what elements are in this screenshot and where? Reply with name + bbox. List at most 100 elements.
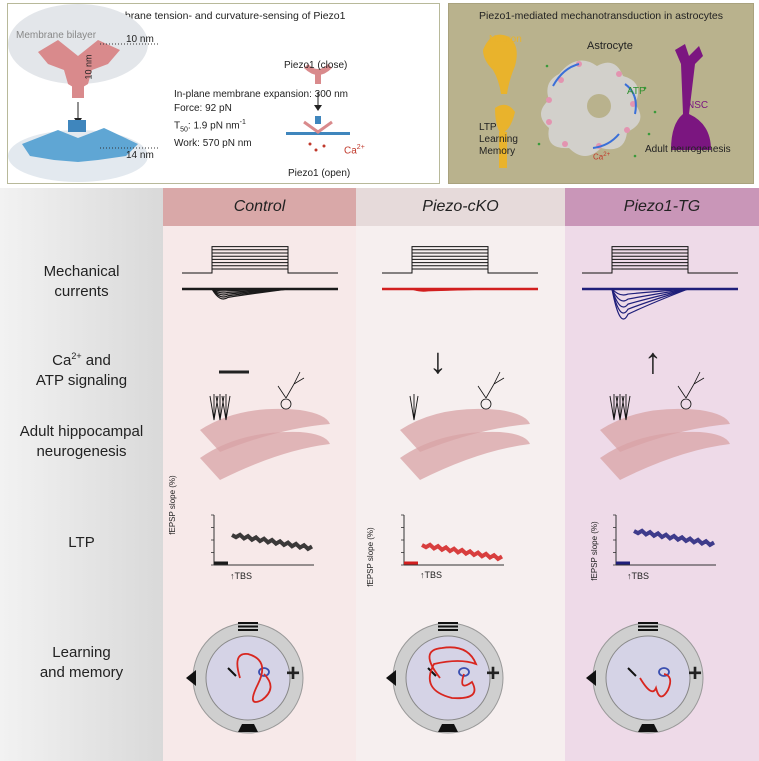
stimulus-step-control bbox=[182, 255, 338, 274]
granule-cell-control bbox=[215, 394, 225, 421]
trend-tg: ↑ bbox=[644, 340, 662, 381]
astrocyte-panel-title: Piezo1-mediated mechanotransduction in a… bbox=[479, 10, 723, 22]
radial-glia-cko bbox=[477, 371, 505, 399]
maze-pool-cko bbox=[405, 635, 491, 721]
current-trace-tg bbox=[611, 288, 689, 296]
stimulus-step-cko bbox=[382, 268, 538, 274]
maze-cue-bars-cko bbox=[438, 622, 458, 624]
hippocampus-lobe-control bbox=[200, 408, 330, 452]
piezo-stats: In-plane membrane expansion: 300 nm Forc… bbox=[174, 88, 348, 151]
stat-force: Force: 92 pN bbox=[174, 103, 232, 114]
maze-cue-bars-control bbox=[238, 622, 258, 624]
row-label-ca-atp: Ca2+ and ATP signaling bbox=[35, 351, 128, 389]
stimulus-step-control bbox=[182, 262, 338, 274]
radial-glia-tg bbox=[677, 371, 705, 399]
nsc-label: NSC bbox=[687, 100, 709, 111]
maze-pool-control bbox=[205, 635, 291, 721]
maze-plus-tg: + bbox=[688, 660, 703, 687]
granule-cell-control bbox=[209, 394, 219, 421]
ltp-ylabel-control: fEPSP slope (%) bbox=[168, 475, 177, 535]
astrocyte-panel: Piezo1-mediated mechanotransduction in a… bbox=[448, 3, 754, 184]
current-trace-cko bbox=[411, 288, 489, 292]
granule-cell-tg bbox=[615, 394, 625, 421]
column-header-control: Control bbox=[163, 188, 356, 226]
hippocampus-lobe-cko bbox=[400, 431, 530, 480]
membrane-panel: Membrane tension- and curvature-sensing … bbox=[7, 3, 440, 184]
granule-cell-cko bbox=[409, 394, 419, 421]
hippocampus-lobe-tg bbox=[600, 431, 730, 480]
granule-cell-control bbox=[221, 394, 231, 421]
piezo-open-label: Piezo1 (open) bbox=[288, 168, 351, 179]
maze-plus-cko: + bbox=[486, 660, 501, 687]
column-header-cko: Piezo-cKO bbox=[356, 188, 565, 226]
maze-cue-triangle-tg bbox=[586, 670, 596, 686]
piezo-closed-icon bbox=[304, 64, 332, 84]
maze-cue-bars-control bbox=[238, 625, 258, 628]
piezo-closed-label: Piezo1 (close) bbox=[284, 60, 348, 71]
maze-swim-path-cko bbox=[428, 646, 478, 700]
stimulus-step-cko bbox=[382, 255, 538, 274]
maze-cue-bars-tg bbox=[638, 625, 658, 628]
maze-swim-path-tg bbox=[639, 673, 672, 698]
dim-14nm: 14 nm bbox=[126, 150, 154, 161]
ltp-trace-control bbox=[231, 532, 314, 552]
stimulus-step-cko bbox=[382, 262, 538, 274]
maze-cue-triangle-cko bbox=[386, 670, 396, 686]
stem-cell-tg bbox=[680, 398, 692, 410]
stimulus-step-tg bbox=[582, 262, 738, 274]
ca-label: Ca2+ bbox=[344, 144, 365, 157]
maze-cue-trapezoid-cko bbox=[438, 724, 458, 732]
hippocampus-lobe-control bbox=[200, 431, 330, 480]
maze-cue-bars-tg bbox=[638, 622, 658, 624]
radial-glia-control bbox=[277, 371, 305, 399]
stat-expansion: In-plane membrane expansion: 300 nm bbox=[174, 89, 348, 100]
hippocampus-lobe-tg bbox=[600, 408, 730, 452]
trend-control: — bbox=[219, 354, 249, 387]
tbs-tg: ↑TBS bbox=[627, 571, 650, 581]
ltp-ylabel-tg: fEPSP slope (%) bbox=[590, 521, 599, 581]
current-trace-tg bbox=[611, 288, 689, 302]
membrane-panel-title: Membrane tension- and curvature-sensing … bbox=[101, 10, 346, 22]
tbs-cko: ↑TBS bbox=[420, 570, 443, 580]
ltp-trace-cko bbox=[421, 542, 504, 562]
astrocyte-label: Astrocyte bbox=[587, 40, 633, 52]
ltp-ylabel-cko: fEPSP slope (%) bbox=[366, 527, 375, 587]
row-label-ltp: LTP bbox=[68, 534, 95, 551]
current-trace-tg bbox=[611, 288, 689, 308]
stimulus-step-tg bbox=[582, 268, 738, 274]
piezo-structure-illustration bbox=[8, 4, 350, 182]
tbs-control: ↑TBS bbox=[230, 571, 253, 581]
astrocyte-illustration bbox=[483, 34, 711, 168]
piezo-open-structure bbox=[22, 128, 138, 162]
maze-platform-tg bbox=[658, 667, 670, 677]
maze-cue-bars-cko bbox=[438, 629, 458, 631]
maze-pool-tg bbox=[605, 635, 691, 721]
ltp-trace-tg bbox=[633, 528, 716, 548]
maze-start-arrow-control bbox=[227, 667, 237, 677]
dim-10nm-top: 10 nm bbox=[126, 34, 154, 45]
row-label-sidebar bbox=[0, 188, 163, 761]
stem-cell-control bbox=[280, 398, 292, 410]
stem-cell-cko bbox=[480, 398, 492, 410]
current-trace-tg bbox=[611, 288, 689, 320]
granule-cell-tg bbox=[609, 394, 619, 421]
maze-platform-control bbox=[258, 667, 270, 677]
maze-cue-triangle-control bbox=[186, 670, 196, 686]
maze-plus-control: + bbox=[286, 660, 301, 687]
stimulus-step-cko bbox=[382, 246, 538, 274]
maze-cue-trapezoid-tg bbox=[638, 724, 658, 732]
ltp-learning-memory-label: LTP Learning Memory bbox=[479, 122, 518, 157]
membrane-bilayer-label: Membrane bilayer bbox=[16, 30, 97, 41]
neuron-label: Neuron bbox=[489, 34, 522, 45]
stimulus-step-control bbox=[182, 246, 338, 274]
column-header-tg: Piezo1-TG bbox=[565, 188, 759, 226]
astro-ca-label: Ca2+ bbox=[593, 152, 611, 162]
atp-label: ATP bbox=[627, 86, 646, 97]
maze-cue-trapezoid-control bbox=[238, 724, 258, 732]
piezo-closed-structure bbox=[38, 40, 120, 98]
current-trace-tg bbox=[611, 288, 689, 314]
maze-start-arrow-cko bbox=[427, 667, 437, 677]
